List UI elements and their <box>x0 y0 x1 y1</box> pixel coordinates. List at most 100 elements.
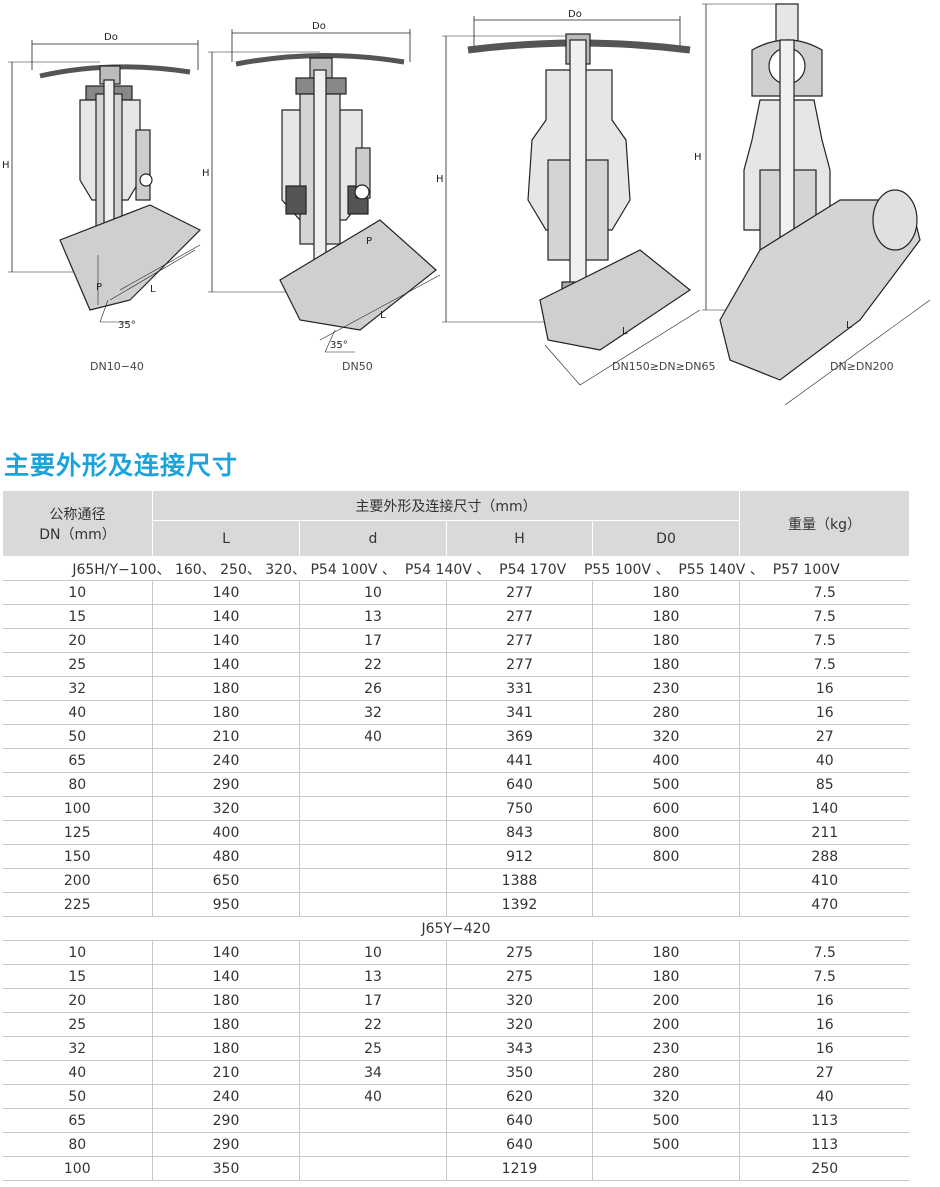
table-cell: 640 <box>446 1108 593 1133</box>
table-cell: 100 <box>2 1156 153 1181</box>
table-cell: 1392 <box>446 892 593 917</box>
header-d: d <box>299 520 447 557</box>
table-cell: 200 <box>592 1012 741 1037</box>
fig4-h-label: H <box>694 152 702 163</box>
table-cell: 230 <box>592 1036 741 1061</box>
table-cell: 22 <box>299 652 447 677</box>
table-cell: 441 <box>446 748 593 773</box>
table-cell: 16 <box>739 988 910 1013</box>
fig1-caption: DN10−40 <box>90 360 144 373</box>
table-cell: 7.5 <box>739 604 910 629</box>
table-cell: 34 <box>299 1060 447 1085</box>
table-cell: 225 <box>2 892 153 917</box>
table-cell: 40 <box>299 1084 447 1109</box>
table-cell: 331 <box>446 676 593 701</box>
header-d0: D0 <box>591 520 741 557</box>
table-cell: 369 <box>446 724 593 749</box>
table-cell: 211 <box>739 820 910 845</box>
group-title: J65H/Y−100、 160、 250、 320、 P54 100V 、 P5… <box>2 556 910 581</box>
table-cell <box>299 868 447 893</box>
table-cell: 843 <box>446 820 593 845</box>
fig4-caption: DN≥DN200 <box>830 360 894 373</box>
table-cell: 140 <box>152 628 300 653</box>
table-cell: 7.5 <box>739 628 910 653</box>
valve-figure-dn200 <box>702 3 931 406</box>
table-cell: 50 <box>2 1084 153 1109</box>
table-cell: 650 <box>152 868 300 893</box>
table-cell: 125 <box>2 820 153 845</box>
table-cell: 32 <box>2 1036 153 1061</box>
fig2-do-label: Do <box>312 21 326 32</box>
table-cell: 277 <box>446 604 593 629</box>
table-cell: 320 <box>446 988 593 1013</box>
table-cell: 180 <box>152 1036 300 1061</box>
fig3-caption: DN150≥DN≥DN65 <box>612 360 716 373</box>
header-h: H <box>446 520 593 557</box>
table-cell: 320 <box>592 1084 741 1109</box>
table-cell: 800 <box>592 820 741 845</box>
table-cell: 480 <box>152 844 300 869</box>
table-cell: 27 <box>739 724 910 749</box>
table-cell: 600 <box>592 796 741 821</box>
table-cell: 180 <box>592 604 741 629</box>
table-cell <box>299 1156 447 1181</box>
table-cell: 65 <box>2 1108 153 1133</box>
table-cell: 140 <box>152 580 300 605</box>
fig3-do-label: Do <box>568 9 582 20</box>
table-cell <box>299 796 447 821</box>
table-cell: 40 <box>739 748 910 773</box>
table-cell: 912 <box>446 844 593 869</box>
table-cell: 80 <box>2 1132 153 1157</box>
table-cell: 40 <box>299 724 447 749</box>
table-cell: 17 <box>299 628 447 653</box>
table-cell <box>299 844 447 869</box>
table-cell: 180 <box>152 1012 300 1037</box>
table-cell: 180 <box>592 580 741 605</box>
table-cell: 100 <box>2 796 153 821</box>
fig2-caption: DN50 <box>342 360 373 373</box>
table-cell: 320 <box>446 1012 593 1037</box>
table-cell: 80 <box>2 772 153 797</box>
table-cell: 40 <box>2 1060 153 1085</box>
dimension-table: 公称通径 DN（mm） 主要外形及连接尺寸（mm） 重量（kg） L d H D… <box>2 490 911 1181</box>
table-cell: 65 <box>2 748 153 773</box>
table-cell: 200 <box>592 988 741 1013</box>
table-cell <box>299 820 447 845</box>
table-cell: 20 <box>2 988 153 1013</box>
table-cell: 15 <box>2 604 153 629</box>
table-cell: 277 <box>446 652 593 677</box>
table-cell <box>299 1108 447 1133</box>
table-cell: 800 <box>592 844 741 869</box>
table-cell: 26 <box>299 676 447 701</box>
fig1-do-label: Do <box>104 32 118 43</box>
header-l: L <box>152 520 300 557</box>
header-weight: 重量（kg） <box>739 490 911 557</box>
table-cell: 410 <box>739 868 910 893</box>
table-cell: 240 <box>152 1084 300 1109</box>
fig1-h-label: H <box>2 160 10 171</box>
table-cell: 16 <box>739 1012 910 1037</box>
table-cell: 22 <box>299 1012 447 1037</box>
table-cell: 950 <box>152 892 300 917</box>
table-cell: 20 <box>2 628 153 653</box>
table-cell: 140 <box>152 652 300 677</box>
table-cell: 290 <box>152 772 300 797</box>
table-cell: 180 <box>152 988 300 1013</box>
table-cell: 16 <box>739 700 910 725</box>
table-cell: 1388 <box>446 868 593 893</box>
table-cell: 200 <box>2 868 153 893</box>
